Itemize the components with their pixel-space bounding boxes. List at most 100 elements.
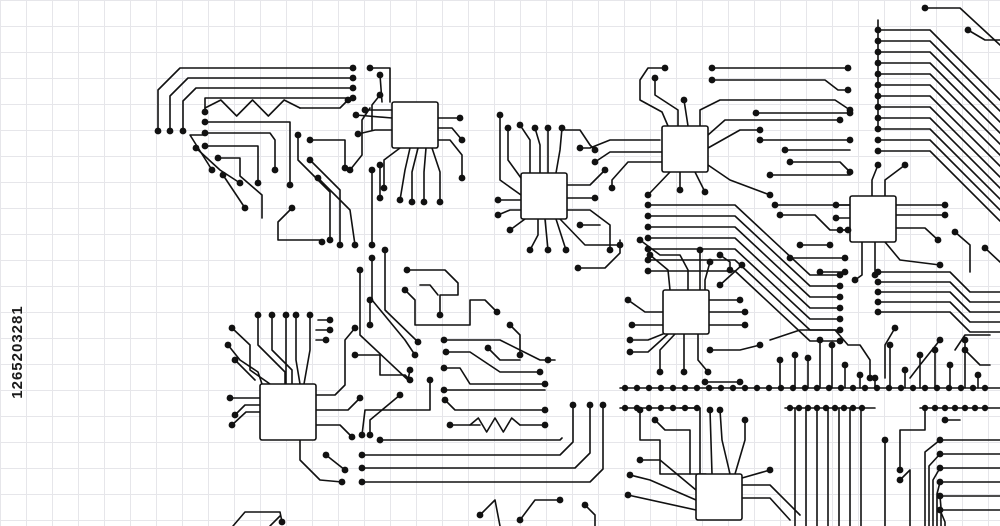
solder-pad (228, 421, 236, 429)
trace (899, 407, 926, 471)
solder-pad (411, 351, 419, 359)
trace (303, 314, 311, 385)
trace (566, 209, 611, 251)
chip (661, 125, 709, 173)
solder-pad (376, 436, 384, 444)
solder-pad (813, 384, 821, 392)
solder-pad (326, 316, 334, 324)
solder-pad (846, 109, 854, 117)
trace (584, 504, 596, 526)
trace (443, 367, 546, 385)
solder-pad (717, 384, 725, 392)
solder-pad (786, 404, 794, 412)
trace (719, 409, 731, 475)
trace (877, 95, 1000, 167)
solder-pad (901, 366, 909, 374)
trace (222, 174, 246, 209)
solder-pad (581, 501, 589, 509)
trace (277, 207, 323, 243)
solder-pad (376, 194, 384, 202)
solder-pad (440, 386, 448, 394)
solder-pad (646, 251, 654, 259)
trace (195, 147, 241, 184)
trace (654, 77, 679, 127)
solder-pad (288, 204, 296, 212)
solder-pad (874, 125, 882, 133)
solder-pad (179, 127, 187, 135)
solder-pad (706, 346, 714, 354)
solder-pad (441, 396, 449, 404)
solder-pad (541, 406, 549, 414)
trace (315, 424, 353, 438)
trace (647, 171, 671, 196)
trace (371, 94, 381, 131)
solder-pad (789, 384, 797, 392)
solder-pad (442, 348, 450, 356)
trace (984, 247, 1000, 263)
solder-pad (493, 308, 501, 316)
solder-pad (874, 278, 882, 286)
solder-pad (406, 376, 414, 384)
solder-pad (836, 326, 844, 334)
solder-pad (368, 254, 376, 262)
solder-pad (306, 136, 314, 144)
solder-pad (591, 158, 599, 166)
solder-pad (705, 384, 713, 392)
solder-pad (738, 261, 746, 269)
trace (445, 351, 541, 373)
trace (217, 157, 263, 219)
trace (967, 29, 1000, 41)
solder-pad (644, 245, 652, 253)
trace (884, 164, 906, 197)
trace (877, 29, 1000, 101)
trace (204, 99, 301, 117)
solder-pad (282, 311, 290, 319)
solder-pad (961, 404, 969, 412)
solder-pad (201, 142, 209, 150)
solder-pad (541, 380, 549, 388)
solder-pad (836, 226, 844, 234)
solder-pad (680, 368, 688, 376)
solder-pad (506, 321, 514, 329)
solder-pad (701, 188, 709, 196)
solder-pad (401, 286, 409, 294)
solder-pad (644, 201, 652, 209)
solder-pad (971, 404, 979, 412)
trace (939, 509, 946, 526)
solder-pad (886, 341, 894, 349)
solder-pad (951, 404, 959, 412)
trace (299, 439, 343, 483)
trace (936, 481, 941, 526)
solder-pad (756, 341, 764, 349)
solder-pad (426, 376, 434, 384)
solder-pad (591, 194, 599, 202)
solder-pad (891, 324, 899, 332)
trace (741, 497, 791, 521)
solder-pad (352, 111, 360, 119)
solder-pad (693, 404, 701, 412)
solder-pad (294, 131, 302, 139)
solder-pad (656, 368, 664, 376)
solder-pad (226, 394, 234, 402)
solder-pad (356, 394, 364, 402)
trace (895, 227, 939, 241)
solder-pad (292, 311, 300, 319)
chip (695, 473, 743, 521)
trace (647, 237, 841, 309)
solder-pad (236, 179, 244, 187)
trace (741, 484, 801, 516)
solder-pad (214, 154, 222, 162)
solder-pads (154, 4, 989, 526)
solder-pad (716, 406, 724, 414)
solder-pad (766, 171, 774, 179)
solder-pad (626, 336, 634, 344)
solder-pad (706, 258, 714, 266)
trace (232, 511, 283, 526)
solder-pad (645, 404, 653, 412)
trace (884, 327, 896, 379)
solder-pad (822, 404, 830, 412)
solder-pad (786, 254, 794, 262)
solder-pad (344, 96, 352, 104)
solder-pad (752, 109, 760, 117)
trace (371, 257, 416, 356)
